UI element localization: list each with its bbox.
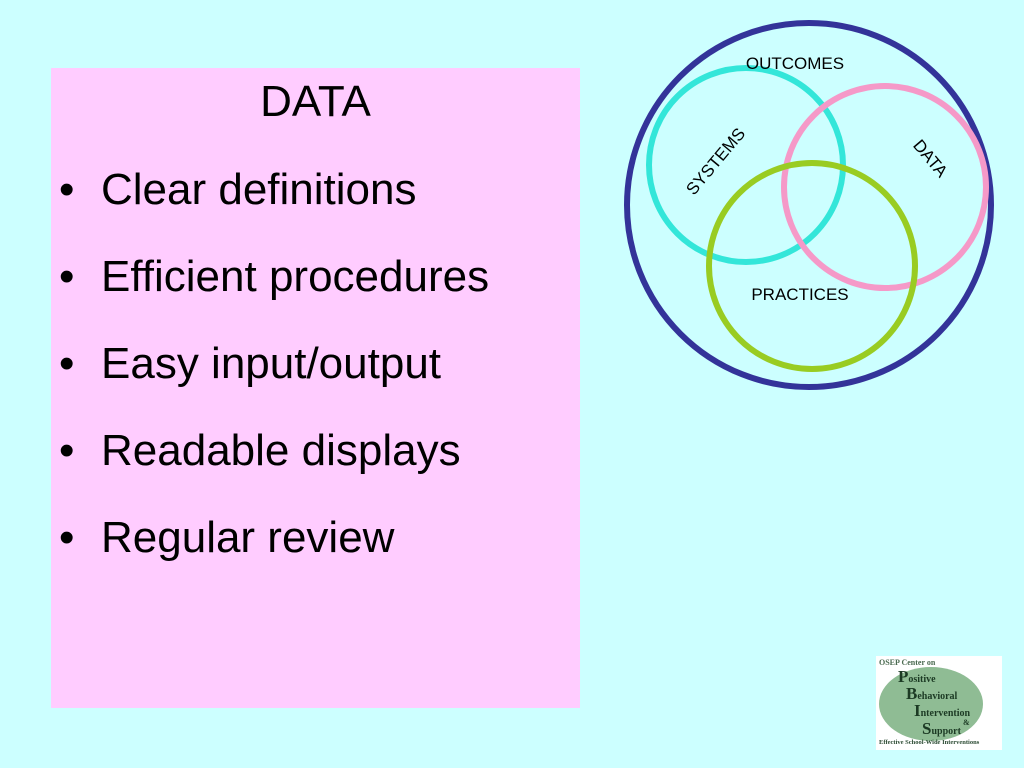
outcomes-circle [624,20,994,390]
practices-circle [706,160,918,372]
logo-ampersand: & [963,718,970,727]
logo-word-support: Support [922,719,961,738]
bullet-mark: • [59,252,75,301]
bullet-text: Readable displays [101,426,461,475]
bullet-mark: • [59,165,75,214]
pbis-logo: OSEP Center on Positive Behavioral Inter… [876,656,1002,750]
data-panel: DATA • Clear definitions • Efficient pro… [51,68,580,708]
outcomes-label: OUTCOMES [746,54,844,73]
logo-footer: Effective School-Wide Interventions [879,739,980,746]
logo-word-behavioral: Behavioral [906,684,958,703]
logo-word-intervention: Intervention [914,701,971,720]
bullet-mark: • [59,513,75,562]
logo-emblem [879,667,983,741]
practices-label: PRACTICES [751,285,848,304]
bullet-mark: • [59,426,75,475]
logo-word-positive: Positive [898,667,936,686]
bullet-text: Easy input/output [101,339,442,388]
systems-label: SYSTEMS [682,124,749,198]
panel-title: DATA [260,77,371,126]
venn-diagram: OUTCOMES SYSTEMS DATA PRACTICES [624,20,994,390]
bullet-mark: • [59,339,75,388]
bullet-text: Clear definitions [101,165,417,214]
data-circle [781,83,989,291]
data-circle-label: DATA [909,136,952,182]
bullet-text: Efficient procedures [101,252,490,301]
logo-header: OSEP Center on [879,658,936,667]
bullet-text: Regular review [101,513,395,562]
